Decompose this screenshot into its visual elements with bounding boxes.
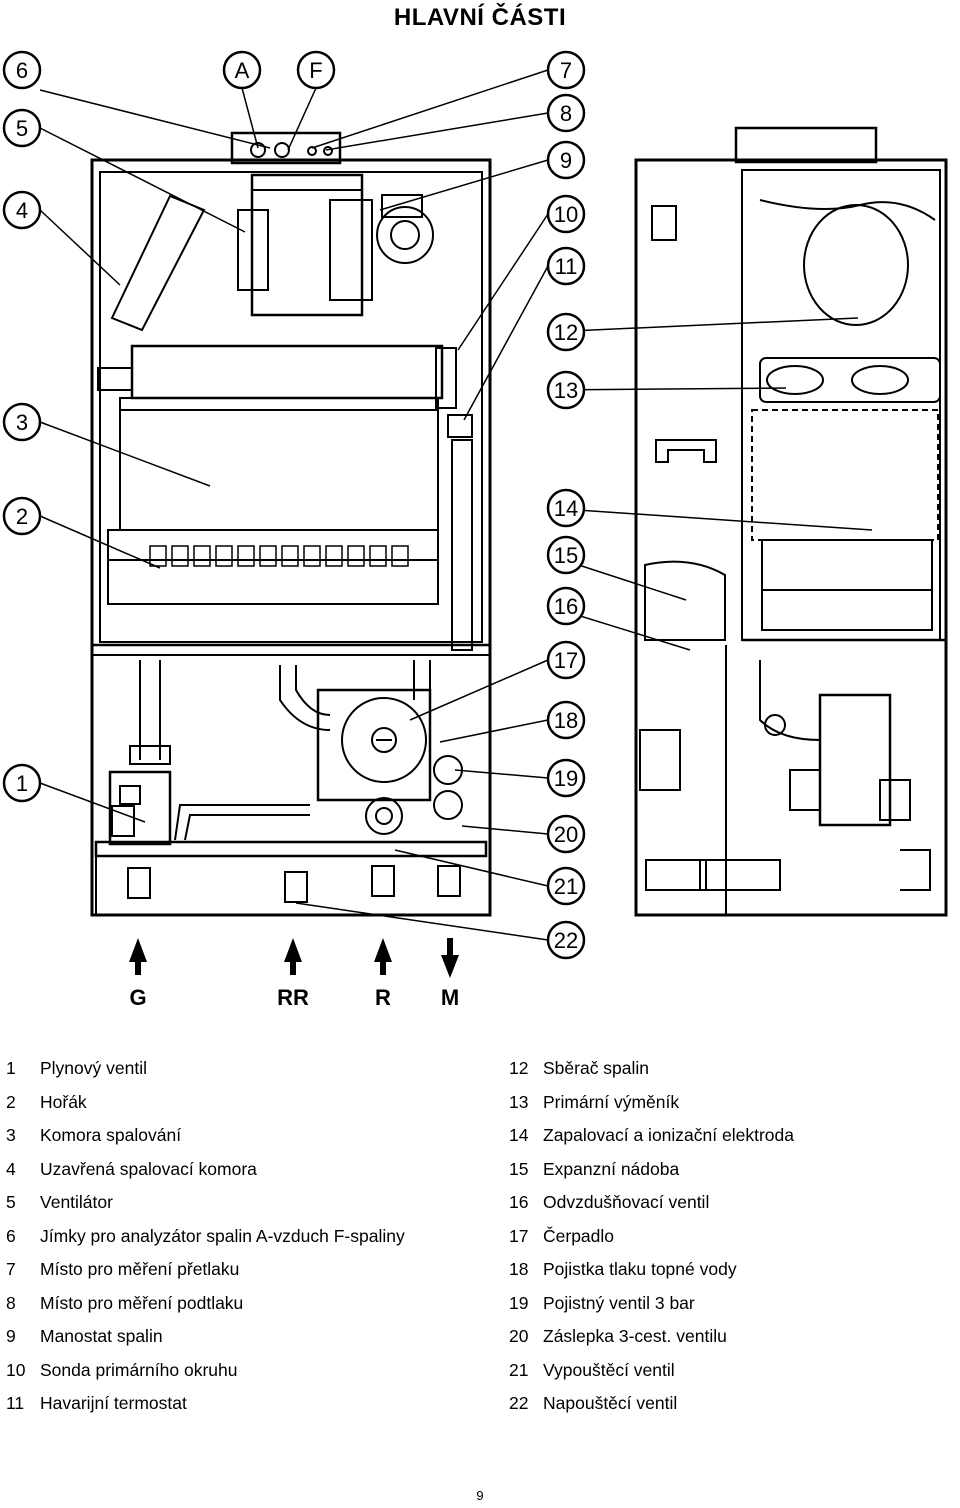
callout-circle: [546, 814, 586, 854]
callouts-left: 6 5 4 3 2 1: [2, 50, 42, 803]
page-title: HLAVNÍ ČÁSTI: [393, 4, 567, 31]
callout-label: 16: [554, 594, 578, 619]
callout-label: 22: [554, 928, 578, 953]
callout-label: 13: [554, 378, 578, 403]
callout-label: 2: [16, 504, 28, 529]
callout-label: 1: [16, 771, 28, 796]
callout-circle: [2, 496, 42, 536]
connection-arrow: [129, 938, 147, 975]
callout-label: 6: [16, 58, 28, 83]
connection-label: R: [375, 985, 391, 1010]
callout-label: 4: [16, 198, 28, 223]
boiler-front-view: [90, 131, 492, 917]
connection-label: M: [441, 985, 459, 1010]
callout-circle: [546, 488, 586, 528]
callout-label: 10: [554, 202, 578, 227]
callout-label: 17: [554, 648, 578, 673]
burner-ramps: [149, 545, 409, 567]
callout-circle: [546, 866, 586, 906]
callout-circle: [2, 402, 42, 442]
callout-label: 3: [16, 410, 28, 435]
callout-circle: [2, 763, 42, 803]
callout-circle: [546, 93, 586, 133]
callout-label: F: [309, 58, 322, 83]
callout-label: 14: [554, 496, 578, 521]
callout-circle: [2, 50, 42, 90]
callout-label: 20: [554, 822, 578, 847]
callout-circle: [546, 312, 586, 352]
callout-circle: [546, 370, 586, 410]
callout-circle: [546, 246, 586, 286]
callout-label: 9: [560, 148, 572, 173]
callout-label: 19: [554, 766, 578, 791]
leader-lines: [39, 69, 873, 941]
connection-arrow: [374, 938, 392, 975]
callout-circle: [546, 920, 586, 960]
page-number: 9: [476, 1488, 484, 1503]
callout-label: 11: [555, 254, 578, 279]
callout-label: 12: [554, 320, 578, 345]
callout-label: 5: [16, 116, 28, 141]
callouts-right: 7 8 9 10 11 12 13 14 15 16 17 18 19 20 21 22: [546, 50, 586, 960]
callout-circle: [546, 700, 586, 740]
callout-label: 7: [560, 58, 572, 83]
callout-circle: [222, 50, 262, 90]
callout-circle: [546, 586, 586, 626]
callout-circle: [546, 194, 586, 234]
callout-label: 8: [560, 101, 572, 126]
callout-circle: [546, 758, 586, 798]
callout-circle: [2, 190, 42, 230]
callout-circle: [2, 108, 42, 148]
connection-label: RR: [277, 985, 309, 1010]
callout-label: 21: [554, 874, 578, 899]
callout-circle: [546, 50, 586, 90]
callout-label: 15: [554, 543, 578, 568]
connection-label: G: [129, 985, 146, 1010]
callout-circle: [546, 640, 586, 680]
callout-circle: [296, 50, 336, 90]
boiler-side-view: [634, 126, 948, 917]
connection-arrow: [441, 938, 459, 978]
callout-label: 18: [554, 708, 578, 733]
callout-label: A: [235, 58, 250, 83]
connection-arrow: [284, 938, 302, 975]
callout-circle: [546, 535, 586, 575]
callout-circle: [546, 140, 586, 180]
